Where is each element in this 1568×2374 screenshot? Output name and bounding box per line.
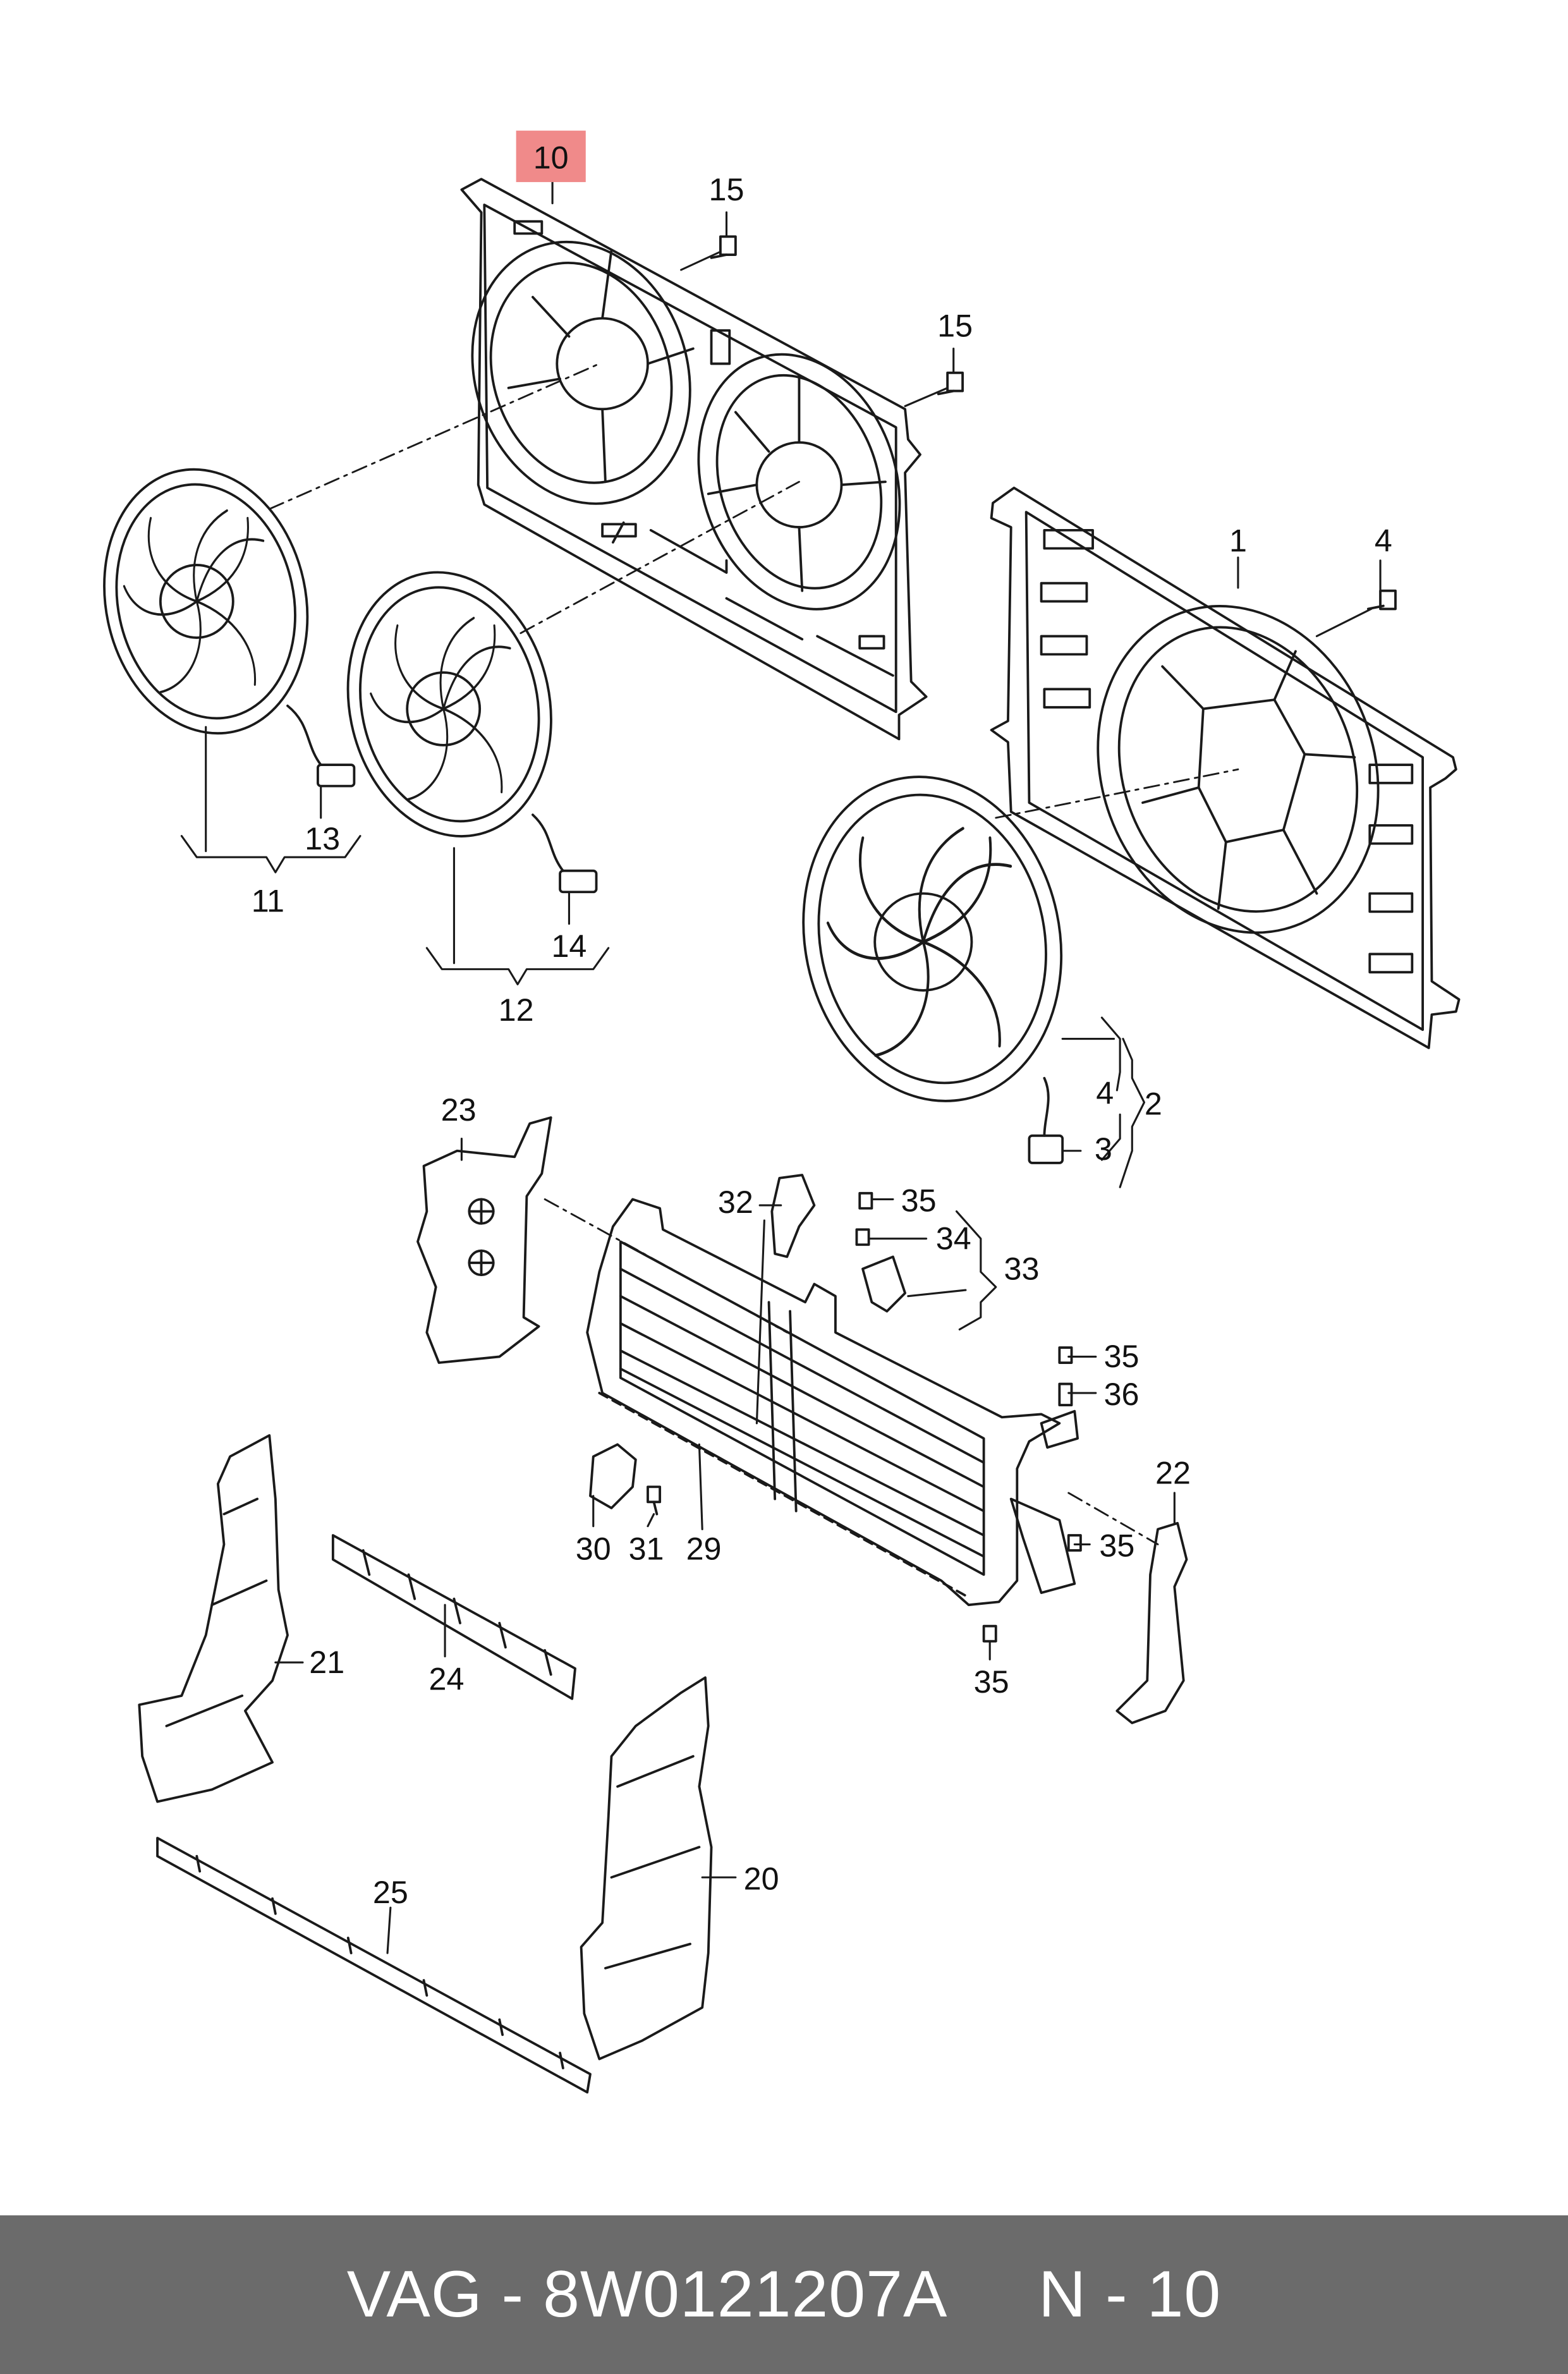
callout-36: 36 [1104, 1376, 1140, 1412]
callout-22: 22 [1155, 1455, 1191, 1491]
strip-25 [156, 1837, 592, 2094]
bolt-15-top [710, 235, 737, 259]
bolt-4 [1366, 589, 1397, 611]
callout-4-side: 4 [1096, 1075, 1114, 1111]
fan-2 [802, 776, 1064, 1164]
single-fan-shroud [990, 486, 1461, 1049]
callout-2: 2 [1145, 1085, 1162, 1121]
callout-3: 3 [1095, 1131, 1112, 1167]
callout-35-b: 35 [1104, 1338, 1140, 1374]
callout-31: 31 [629, 1530, 664, 1566]
sensor-32 [770, 1174, 816, 1258]
construction-lines [268, 363, 1239, 1545]
callout-24: 24 [428, 1660, 464, 1696]
screw-31 [647, 1485, 662, 1516]
callout-34: 34 [936, 1220, 971, 1256]
parts-diagram: 10 15 15 1 4 13 11 14 12 4 2 3 23 32 35 … [103, 130, 1461, 2094]
callout-25: 25 [373, 1874, 408, 1910]
callout-12: 12 [499, 992, 534, 1028]
bracket-33 [855, 1191, 906, 1313]
callout-numbers: 10 15 15 1 4 13 11 14 12 4 2 3 23 32 35 … [252, 140, 1392, 1910]
callout-14: 14 [551, 928, 586, 964]
fan-12 [346, 571, 598, 894]
highlight-box [516, 130, 586, 183]
callout-33: 33 [1004, 1250, 1040, 1286]
callout-35-a: 35 [901, 1183, 937, 1219]
callout-32: 32 [718, 1184, 753, 1220]
callout-20: 20 [744, 1860, 779, 1896]
fan-11 [103, 468, 356, 788]
callout-1: 1 [1229, 522, 1247, 558]
air-guide-21 [138, 1434, 289, 1803]
callout-23: 23 [441, 1092, 477, 1128]
callout-21: 21 [309, 1644, 344, 1680]
footer-bar: VAG - 8W0121207A N - 10 [0, 2215, 1568, 2374]
callout-15-mid: 15 [937, 307, 973, 343]
callout-29: 29 [686, 1530, 722, 1566]
screw-35-36 [1040, 1346, 1079, 1449]
callout-35-c: 35 [1099, 1528, 1134, 1564]
strip-24 [331, 1534, 576, 1700]
part-number-caption: VAG - 8W0121207A N - 10 [346, 2258, 1222, 2331]
air-guide-20 [580, 1676, 713, 2061]
callout-13: 13 [305, 820, 340, 856]
callout-10: 10 [533, 140, 569, 176]
bracket-22 [1009, 1497, 1188, 1724]
bolt-15-mid [937, 371, 964, 396]
callout-30: 30 [576, 1530, 611, 1566]
callout-35-d: 35 [974, 1664, 1009, 1700]
bracket-23 [416, 1116, 552, 1364]
twin-fan-shroud [460, 178, 928, 741]
leader-lines [180, 181, 1382, 1954]
callout-15-top: 15 [709, 171, 744, 207]
air-duct-29 [586, 1198, 1061, 1607]
callout-4-top: 4 [1375, 522, 1392, 558]
actuator-30 [589, 1443, 637, 1509]
callout-11: 11 [252, 882, 284, 918]
